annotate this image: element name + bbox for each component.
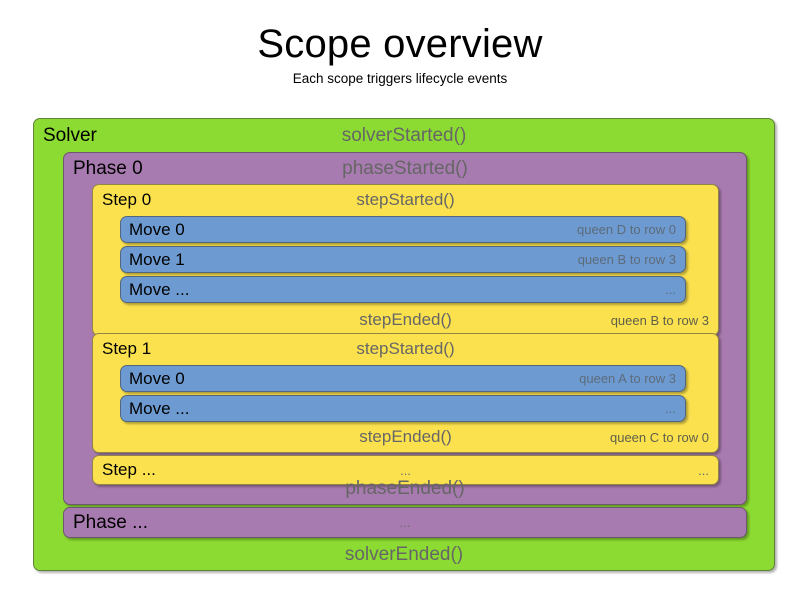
phase-ellipsis-label: Phase ... bbox=[73, 511, 148, 533]
move-row[interactable]: Move 0 queen A to row 3 bbox=[120, 365, 686, 392]
phase0-scope-box[interactable]: Phase 0 phaseStarted() Step 0 stepStarte… bbox=[63, 152, 747, 505]
solver-header-row: Solver solverStarted() bbox=[34, 119, 774, 152]
step0-label: Step 0 bbox=[102, 190, 152, 209]
solver-scope-box[interactable]: Solver solverStarted() Phase 0 phaseStar… bbox=[33, 118, 775, 571]
move-row[interactable]: Move 0 queen D to row 0 bbox=[120, 216, 686, 243]
phase0-header-row: Phase 0 phaseStarted() bbox=[64, 153, 746, 184]
move-label: Move 0 bbox=[129, 368, 185, 388]
step1-footer-row: stepEnded() queen C to row 0 bbox=[93, 422, 718, 452]
move-row[interactable]: Move ... ... bbox=[120, 395, 686, 422]
step0-started-event: stepStarted() bbox=[356, 190, 455, 209]
move-detail: queen B to row 3 bbox=[577, 252, 676, 267]
phase0-label: Phase 0 bbox=[73, 157, 143, 179]
step1-ended-detail: queen C to row 0 bbox=[609, 429, 709, 445]
solver-started-event: solverStarted() bbox=[341, 124, 467, 146]
move-detail: ... bbox=[665, 282, 676, 297]
move-detail: queen A to row 3 bbox=[579, 371, 676, 386]
page-subtitle: Each scope triggers lifecycle events bbox=[292, 70, 508, 86]
step1-label: Step 1 bbox=[102, 339, 152, 358]
solver-ended-event: solverEnded() bbox=[344, 543, 464, 565]
move-detail: queen D to row 0 bbox=[576, 222, 676, 237]
move-label: Move ... bbox=[129, 398, 190, 418]
move-row[interactable]: Move ... ... bbox=[120, 276, 686, 303]
step0-scope-box[interactable]: Step 0 stepStarted() Move 0 queen D to r… bbox=[92, 184, 719, 336]
phase0-started-event: phaseStarted() bbox=[342, 157, 468, 179]
step0-header-row: Step 0 stepStarted() bbox=[93, 185, 718, 215]
step1-scope-box[interactable]: Step 1 stepStarted() Move 0 queen A to r… bbox=[92, 333, 719, 453]
step-ellipsis-label: Step ... bbox=[102, 460, 156, 479]
move-detail: ... bbox=[665, 401, 676, 416]
move-label: Move 0 bbox=[129, 219, 185, 239]
move-label: Move ... bbox=[129, 279, 190, 299]
step-ellipsis-box[interactable]: Step ... ... ... bbox=[92, 455, 719, 485]
step1-header-row: Step 1 stepStarted() bbox=[93, 334, 718, 364]
title-block: Scope overview Each scope triggers lifec… bbox=[0, 0, 800, 86]
move-row[interactable]: Move 1 queen B to row 3 bbox=[120, 246, 686, 273]
solver-footer-row: solverEnded() bbox=[34, 539, 774, 570]
step-ellipsis-detail: ... bbox=[698, 462, 709, 478]
page-title: Scope overview bbox=[257, 22, 543, 66]
step0-ended-detail: queen B to row 3 bbox=[610, 312, 709, 328]
solver-label: Solver bbox=[43, 124, 97, 146]
phase-ellipsis-box[interactable]: Phase ... ... bbox=[63, 507, 747, 538]
phase0-ended-event: phaseEnded() bbox=[345, 478, 465, 499]
step0-footer-row: stepEnded() queen B to row 3 bbox=[93, 305, 718, 335]
phase0-footer-row: phaseEnded() bbox=[64, 474, 746, 504]
move-label: Move 1 bbox=[129, 249, 185, 269]
phase-ellipsis-event: ... bbox=[399, 515, 411, 530]
step1-started-event: stepStarted() bbox=[356, 339, 455, 358]
